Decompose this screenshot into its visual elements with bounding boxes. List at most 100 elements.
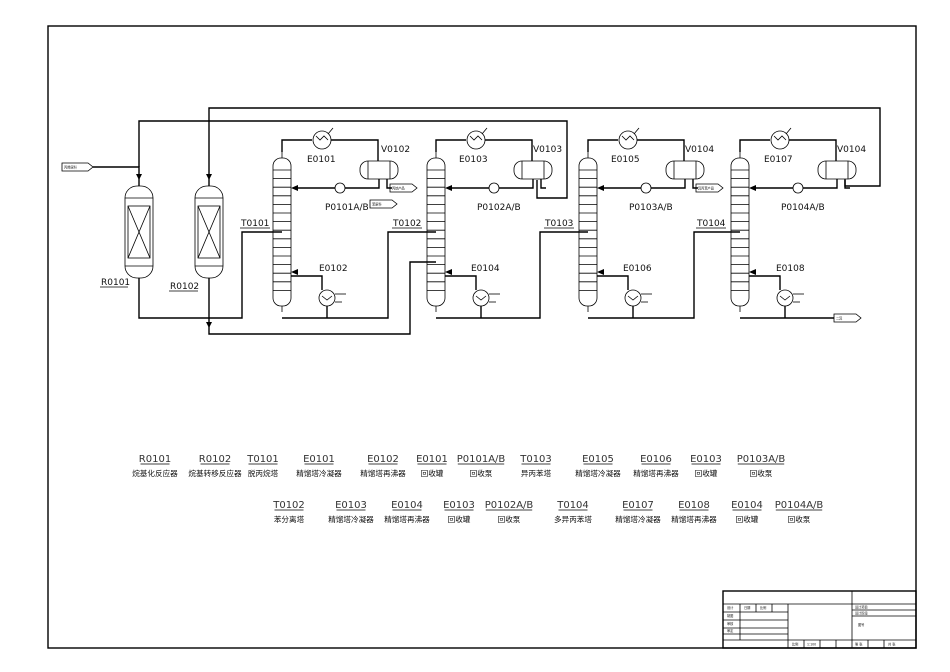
stream-product2-label: 苯原料 [372, 202, 382, 207]
tag-p0102: P0102A/B [477, 203, 521, 213]
legend-item: E0102 精馏塔再沸器 [360, 454, 406, 478]
legend-tag: T0102 [272, 500, 305, 511]
legend-item: E0103 回收罐 [690, 454, 722, 478]
legend-item: P0103A/B 回收泵 [737, 454, 786, 478]
tb-bottom3: 第 张 [855, 642, 863, 647]
legend-item: E0104 精馏塔再沸器 [384, 500, 430, 524]
legend-desc: 精馏塔再沸器 [384, 514, 430, 524]
legend-item: T0101 脱丙烷塔 [246, 454, 279, 478]
legend-desc: 苯分离塔 [274, 514, 305, 524]
legend-tag: E0103 [443, 500, 475, 511]
legend-tag: E0101 [303, 454, 335, 465]
tag-e0104: E0104 [471, 264, 500, 274]
legend-tag: T0101 [246, 454, 279, 465]
legend-tag: P0101A/B [457, 454, 506, 465]
legend-item: E0101 回收罐 [416, 454, 448, 478]
tb-h1: 设计 [727, 605, 734, 610]
legend-item: P0104A/B 回收泵 [775, 500, 824, 524]
tag-p0103: P0103A/B [629, 203, 673, 213]
legend-item: E0103 回收罐 [443, 500, 475, 524]
tag-e0103: E0103 [459, 155, 488, 165]
legend-desc: 精馏塔再沸器 [633, 468, 679, 478]
tag-p0104: P0104A/B [781, 203, 825, 213]
legend-tag: E0104 [731, 500, 763, 511]
stream-feed [61, 162, 94, 172]
piping [93, 107, 881, 335]
legend-desc: 回收泵 [750, 468, 773, 478]
legend-desc: 精馏塔再沸器 [671, 514, 717, 524]
stream-feed-label: 丙烯原料 [64, 165, 78, 170]
tag-e0102: E0102 [319, 264, 348, 274]
legend-desc: 回收泵 [788, 514, 811, 524]
legend-tag: T0103 [519, 454, 552, 465]
tag-v0104a: V0104 [685, 145, 714, 155]
legend-tag: T0104 [556, 500, 589, 511]
legend-desc: 回收罐 [736, 514, 759, 524]
legend-desc: 脱丙烷塔 [248, 468, 279, 478]
legend-desc: 精馏塔再沸器 [360, 468, 406, 478]
legend-desc: 回收罐 [695, 468, 718, 478]
stream-product3 [695, 183, 724, 193]
legend-tag: P0104A/B [775, 500, 824, 511]
stream-product4-label: 二异 [836, 316, 843, 321]
legend-tag: E0104 [391, 500, 423, 511]
legend-desc: 回收泵 [470, 468, 493, 478]
equipment-legend: R0101烷基化反应器R0102烷基转移反应器T0101脱丙烷塔E0101精馏塔… [132, 454, 823, 524]
tag-t0102: T0102 [392, 219, 421, 229]
legend-tag: E0108 [678, 500, 710, 511]
tb-right3: 图号 [858, 622, 864, 627]
tb-r1: 制图 [727, 613, 733, 618]
stream-product1 [389, 183, 418, 193]
tag-v0103: V0103 [533, 145, 562, 155]
tb-right1: 设计项目 [855, 605, 868, 610]
legend-tag: E0107 [622, 500, 654, 511]
legend-tag: R0102 [199, 454, 231, 465]
tag-v0102: V0102 [381, 145, 410, 155]
tb-bottom2: 1:100 [807, 643, 816, 647]
tb-h3: 比例 [760, 605, 766, 610]
legend-desc: 回收罐 [448, 514, 471, 524]
title-block [722, 590, 917, 649]
legend-desc: 回收罐 [421, 468, 444, 478]
legend-desc: 烷基化反应器 [132, 468, 178, 478]
legend-item: E0107 精馏塔冷凝器 [615, 500, 661, 524]
legend-desc: 回收泵 [498, 514, 521, 524]
tag-t0103: T0103 [544, 219, 573, 229]
tb-r3: 审定 [727, 628, 734, 633]
legend-desc: 精馏塔冷凝器 [615, 514, 661, 524]
legend-item: P0101A/B 回收泵 [457, 454, 506, 478]
stream-product3-label: 异丙苯产品 [698, 186, 714, 191]
legend-tag: P0103A/B [737, 454, 786, 465]
legend-desc: 异丙苯塔 [521, 468, 552, 478]
tag-e0101: E0101 [307, 155, 336, 165]
tag-r0102: R0102 [170, 282, 199, 292]
legend-tag: E0101 [416, 454, 448, 465]
legend-tag: E0102 [367, 454, 399, 465]
tb-bottom4: 共 张 [888, 642, 896, 647]
stream-product2 [369, 199, 398, 209]
tag-r0101: R0101 [101, 278, 130, 288]
legend-tag: E0103 [335, 500, 367, 511]
legend-item: T0102 苯分离塔 [272, 500, 305, 524]
stream-product4 [833, 313, 862, 323]
legend-tag: R0101 [139, 454, 171, 465]
tag-e0105: E0105 [611, 155, 640, 165]
tb-h2: 日期 [744, 605, 750, 610]
legend-tag: E0103 [690, 454, 722, 465]
drawing-border [47, 25, 917, 649]
legend-item: P0102A/B 回收泵 [485, 500, 534, 524]
legend-desc: 精馏塔冷凝器 [575, 468, 621, 478]
tb-right2: 设计阶段 [855, 611, 869, 616]
legend-tag: P0102A/B [485, 500, 534, 511]
legend-item: R0101 烷基化反应器 [132, 454, 178, 478]
tag-e0106: E0106 [623, 264, 652, 274]
tag-e0108: E0108 [776, 264, 805, 274]
tb-r2: 审核 [727, 621, 734, 626]
column-unit-2 [426, 127, 553, 318]
